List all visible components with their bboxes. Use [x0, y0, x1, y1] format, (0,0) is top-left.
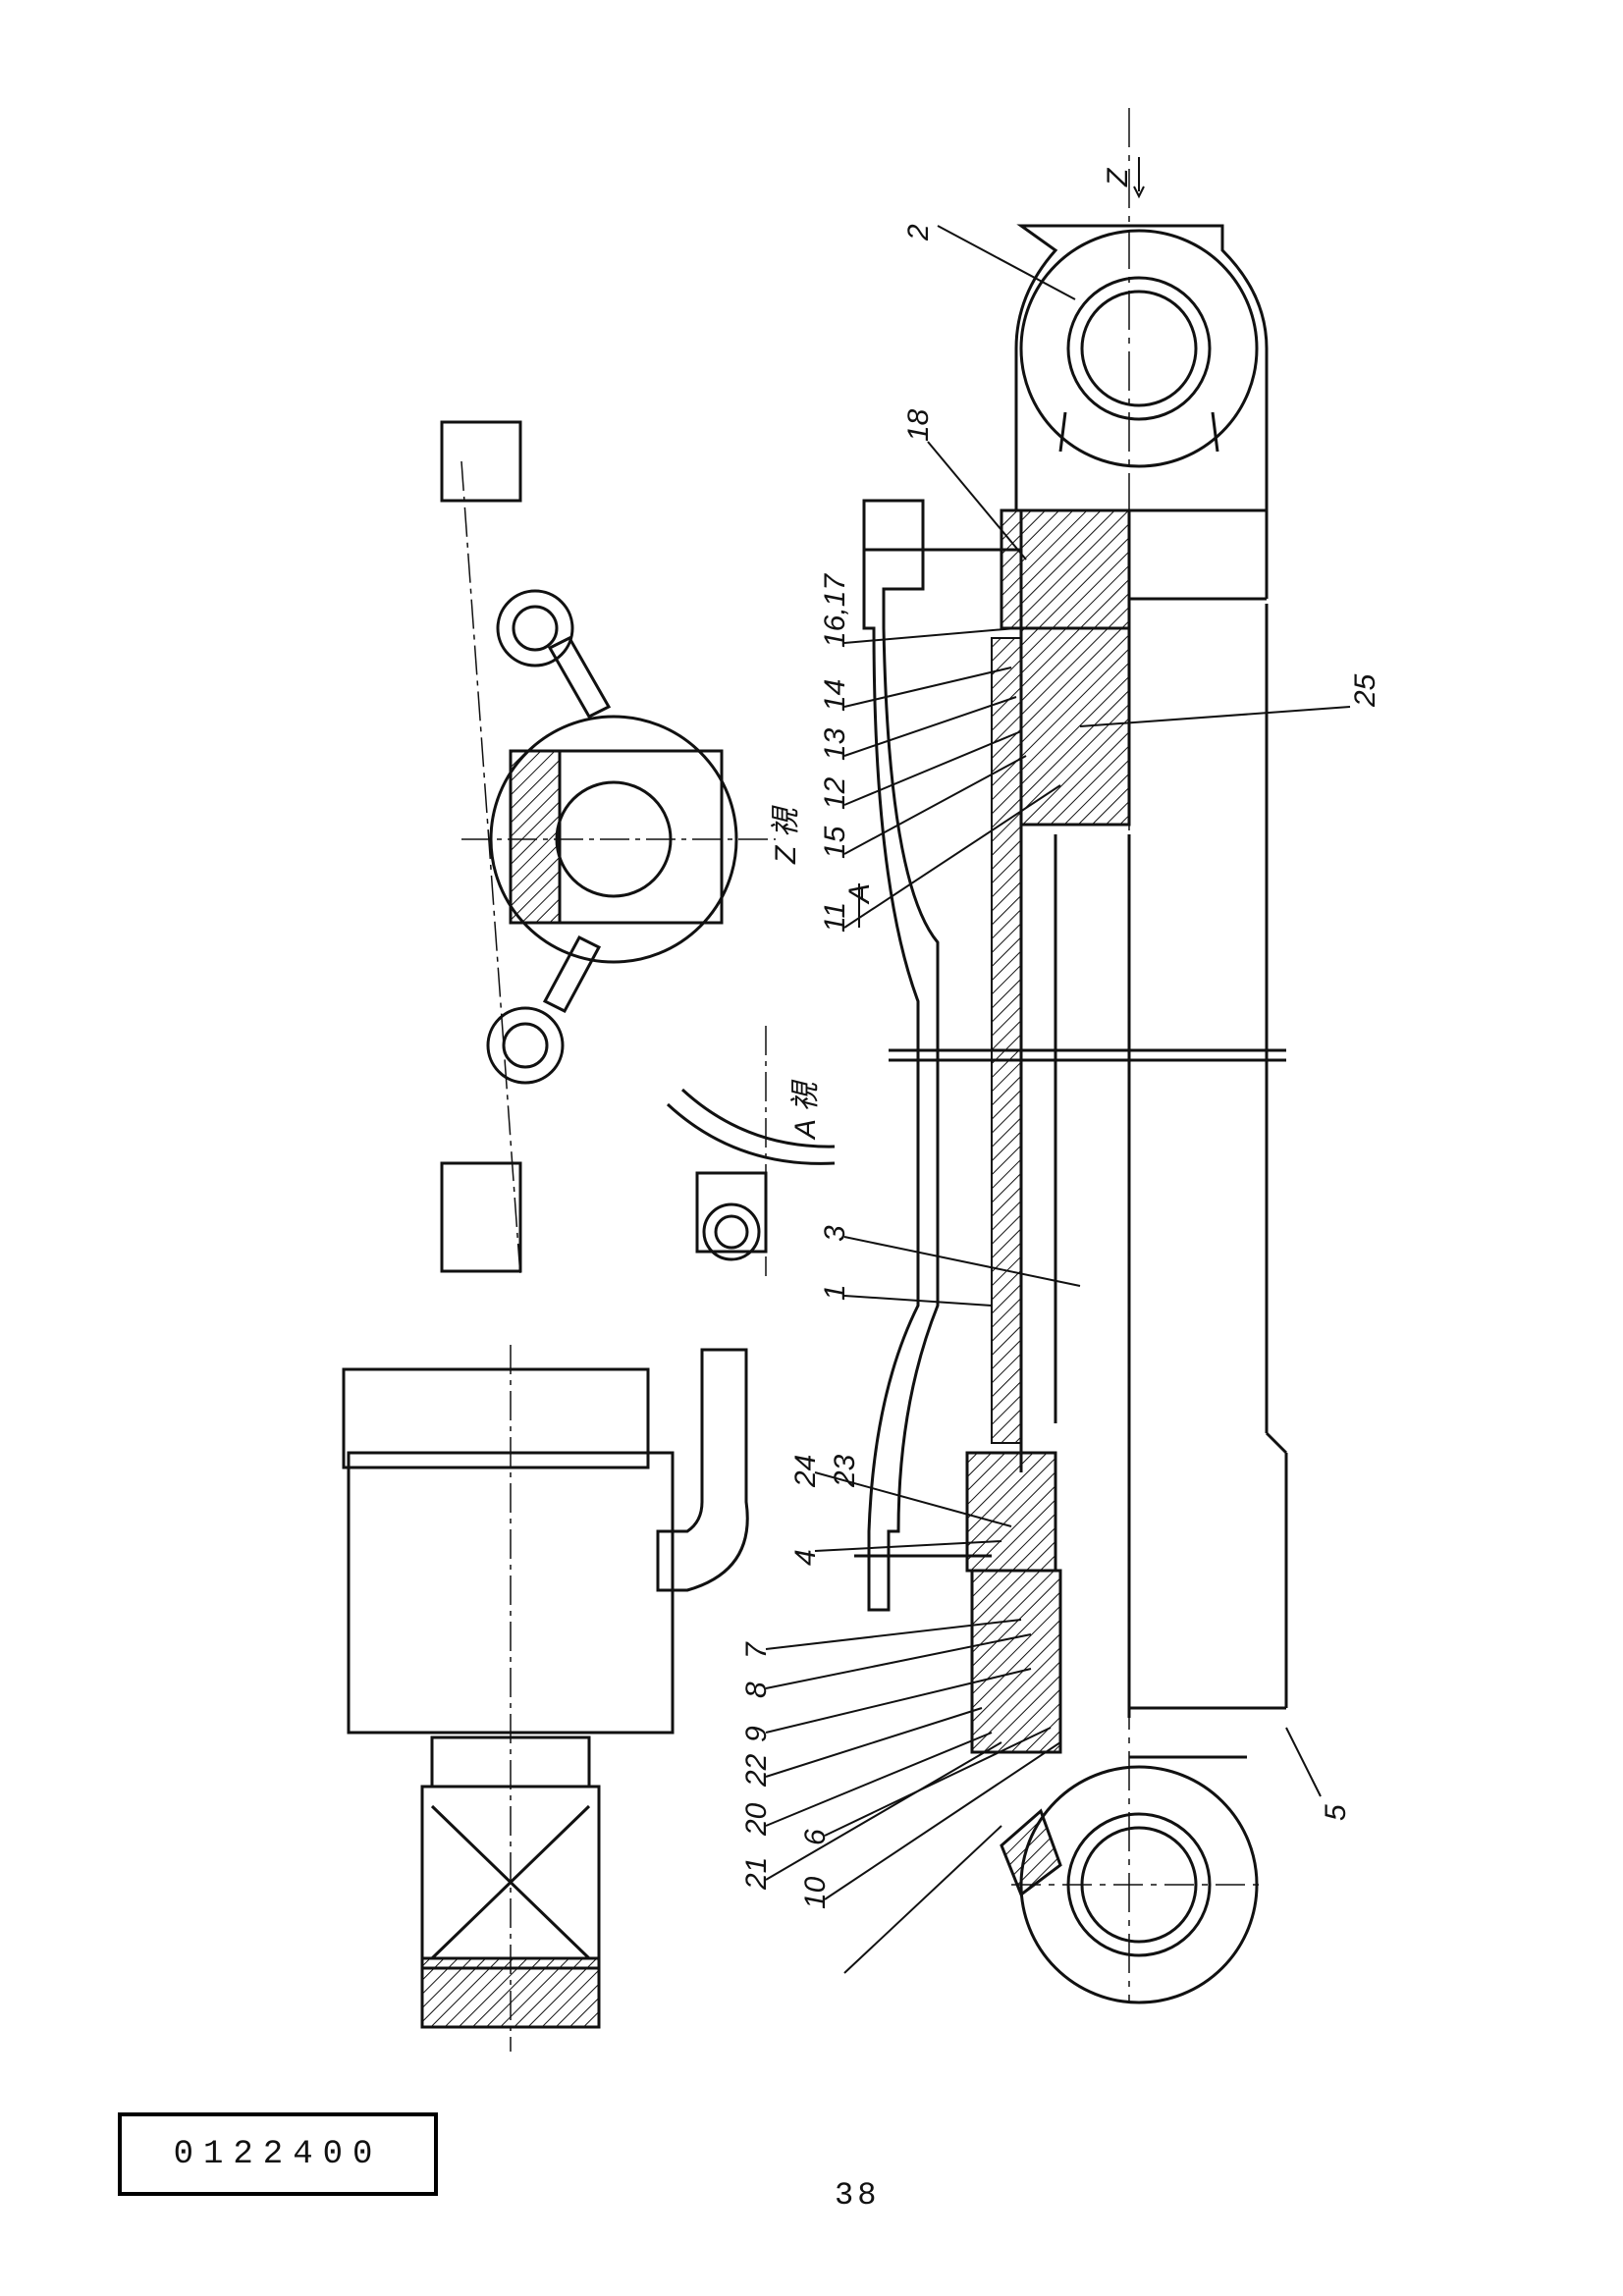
part-label-2: 2 [902, 224, 935, 241]
part-callout-labels: 2 18 16,17 14 13 12 15 11 25 3 1 24 23 4… [740, 224, 1381, 1909]
part-label-16-17: 16,17 [819, 573, 851, 648]
document-number-box: 0122400 [118, 2112, 438, 2196]
z-direction-arrow-label: Z [1102, 167, 1134, 187]
part-label-23: 24 [789, 1455, 822, 1488]
view-annotations: Z 視 A 視 Z A [770, 157, 1145, 1141]
part-label-6: 6 [799, 1829, 832, 1845]
part-label-19: 20 [740, 1802, 773, 1837]
part-label-11: 11 [819, 902, 851, 933]
part-label-9: 9 [740, 1726, 773, 1742]
part-label-24: 25 [1349, 673, 1381, 708]
part-label-10: 10 [799, 1876, 832, 1909]
leader-lines [765, 225, 1351, 1974]
part-label-4: 4 [789, 1549, 822, 1566]
part-label-7: 7 [740, 1641, 773, 1659]
page-number: 38 [835, 2177, 881, 2214]
a-view-detail [666, 1026, 836, 1276]
part-label-8: 8 [740, 1682, 773, 1698]
document-number: 0122400 [173, 2135, 383, 2173]
part-label-20: 21 [740, 1857, 773, 1891]
a-view-label: A 視 [789, 1079, 822, 1141]
part-label-5: 5 [1320, 1804, 1352, 1821]
part-label-3: 3 [819, 1225, 851, 1242]
z-view-detail [440, 420, 776, 1277]
part-label-18: 18 [902, 408, 935, 442]
bottom-left-assembly [342, 1345, 749, 2052]
part-label-1: 1 [819, 1284, 851, 1301]
part-label-22: 23 [829, 1454, 861, 1488]
z-view-label: Z 視 [770, 804, 802, 865]
part-label-21: 22 [740, 1753, 773, 1788]
main-cylinder-section [854, 108, 1288, 2004]
